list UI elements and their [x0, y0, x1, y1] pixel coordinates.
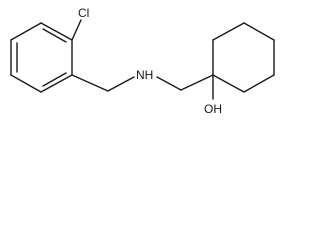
- ring-bond: [10, 74, 42, 93]
- c-cl-bond: [71, 19, 82, 41]
- hydroxyl-label: OH: [204, 102, 222, 116]
- ring-double-bond: [42, 28, 67, 43]
- benzene-ring: [10, 22, 73, 93]
- ch2-n-bond: [107, 76, 135, 92]
- chlorine-label: Cl: [78, 6, 89, 20]
- cyclohexane-ring: [212, 22, 275, 93]
- ch2-c-bond: [180, 74, 214, 91]
- ring-bond: [243, 74, 275, 93]
- ring-double-bond: [42, 72, 67, 87]
- amine-label: NH: [136, 68, 153, 82]
- ring-bond: [10, 22, 42, 41]
- ring-ch2-bond: [71, 74, 109, 92]
- ring-bond: [243, 22, 275, 41]
- structure-diagram: Cl NH OH: [10, 6, 275, 116]
- ring-bond: [40, 74, 73, 93]
- n-ch2-bond: [156, 76, 182, 91]
- ring-bond: [212, 22, 245, 41]
- ring-bond: [40, 22, 73, 41]
- ring-bond: [212, 74, 245, 93]
